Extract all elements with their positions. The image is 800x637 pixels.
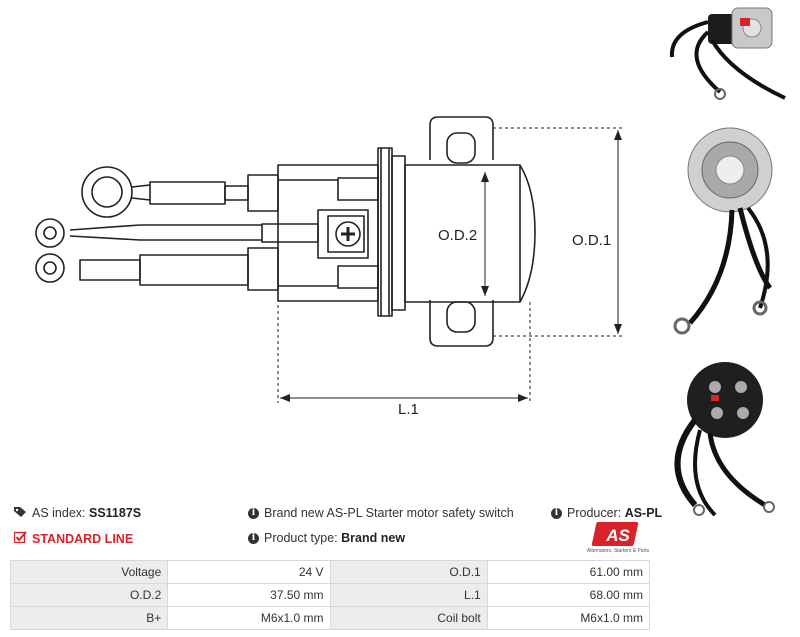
- producer-label: Producer:: [567, 506, 622, 520]
- label-od1: O.D.1: [572, 232, 611, 249]
- info-icon: i: [551, 507, 562, 519]
- product-type-row: i Product type: Brand new: [248, 531, 405, 545]
- description-row: i Brand new AS-PL Starter motor safety s…: [248, 506, 514, 520]
- product-photo-bottom: [674, 362, 775, 517]
- spec-value: 61.00 mm: [486, 560, 651, 584]
- product-description: Brand new AS-PL Starter motor safety swi…: [264, 506, 514, 520]
- technical-drawing: O.D.1 O.D.2 L.1: [35, 116, 622, 418]
- table-row: O.D.2 37.50 mm L.1 68.00 mm: [9, 583, 651, 607]
- spec-key: O.D.2: [9, 583, 169, 607]
- brand-logo: AS Alternators, Starters & Parts: [585, 520, 651, 554]
- producer-value: AS-PL: [624, 506, 663, 520]
- as-index-label: AS index:: [32, 506, 86, 520]
- spec-value: 37.50 mm: [167, 583, 331, 607]
- spec-key: L.1: [329, 583, 488, 607]
- as-index-value: SS1187S: [89, 506, 142, 520]
- logo-mark: AS: [605, 526, 630, 545]
- label-l1: L.1: [398, 401, 419, 418]
- as-index-row: AS index: SS1187S: [14, 506, 141, 520]
- check-icon: [13, 531, 27, 546]
- spec-value: 24 V: [167, 560, 331, 584]
- spec-value: 68.00 mm: [486, 583, 651, 607]
- spec-value: M6x1.0 mm: [486, 606, 651, 630]
- label-od2: O.D.2: [438, 227, 477, 244]
- tag-icon: [14, 506, 27, 520]
- product-photo-middle: [673, 127, 773, 335]
- standard-line-row: STANDARD LINE: [13, 531, 134, 546]
- info-icon: i: [248, 532, 259, 544]
- product-type-label: Product type:: [264, 531, 338, 545]
- spec-key: O.D.1: [329, 560, 488, 584]
- logo-tagline: Alternators, Starters & Parts: [586, 548, 650, 554]
- spec-key: Coil bolt: [329, 606, 488, 630]
- standard-line-label: STANDARD LINE: [32, 531, 134, 546]
- spec-key: B+: [9, 606, 169, 630]
- table-row: Voltage 24 V O.D.1 61.00 mm: [9, 560, 651, 584]
- product-type-value: Brand new: [341, 531, 406, 545]
- product-photo-top: [669, 7, 786, 100]
- table-row: B+ M6x1.0 mm Coil bolt M6x1.0 mm: [9, 606, 651, 630]
- spec-key: Voltage: [9, 560, 169, 584]
- spec-value: M6x1.0 mm: [167, 606, 331, 630]
- spec-table: Voltage 24 V O.D.1 61.00 mm O.D.2 37.50 …: [9, 560, 651, 630]
- info-icon: i: [248, 507, 259, 519]
- producer-row: i Producer: AS-PL: [551, 506, 662, 520]
